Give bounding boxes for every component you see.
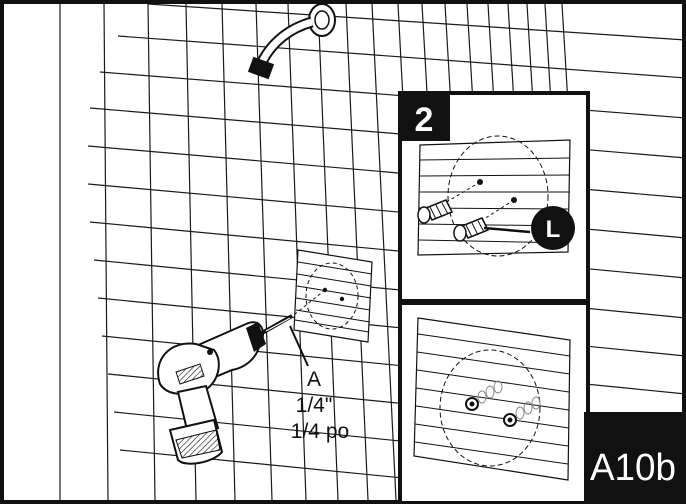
bit-size-imperial: 1/4" <box>296 394 333 417</box>
drill-mark <box>340 297 344 301</box>
part-letter: A <box>307 368 321 391</box>
figure-id: A10b <box>590 447 676 489</box>
bit-size-french: 1/4 po <box>291 420 349 443</box>
step-number: 2 <box>415 101 434 139</box>
mounting-plate <box>290 250 372 342</box>
anchor-letter: L <box>546 216 561 243</box>
